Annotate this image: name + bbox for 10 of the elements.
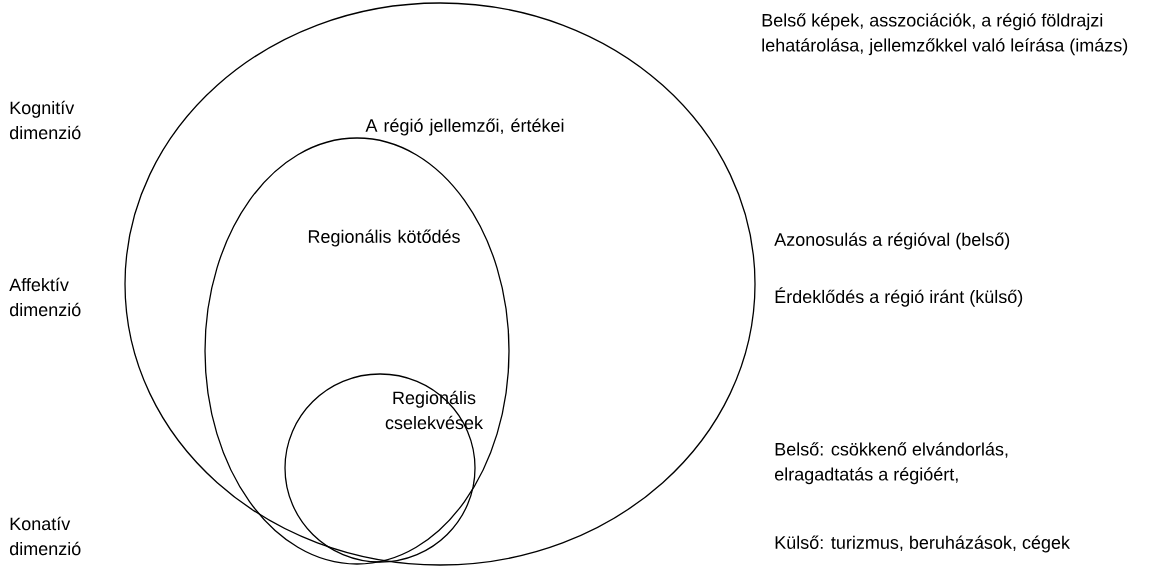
annotation: Érdeklődés a régió iránt (külső)	[775, 287, 1023, 307]
annotation: Konatív dimenzió	[9, 516, 81, 556]
ellipse-label: A régió jellemzői, értékei	[365, 118, 564, 136]
annotation: Belső: csökkenő elvándorlás, elragadtatás a régióért,	[774, 442, 1008, 485]
annotation: Kognitív dimenzió	[9, 100, 81, 140]
ellipse-label: Regionális kötődés	[308, 229, 460, 247]
annotation: Affektív dimenzió	[9, 277, 81, 317]
annotation: Azonosulás a régióval (belső)	[774, 232, 1010, 250]
annotation: Külső: turizmus, beruházások, cégek	[775, 535, 1070, 553]
annotation: Belső képek, asszociációk, a régió földrajzi lehatárolása, jellemzőkkel való leírása (imázs)	[762, 13, 1128, 56]
